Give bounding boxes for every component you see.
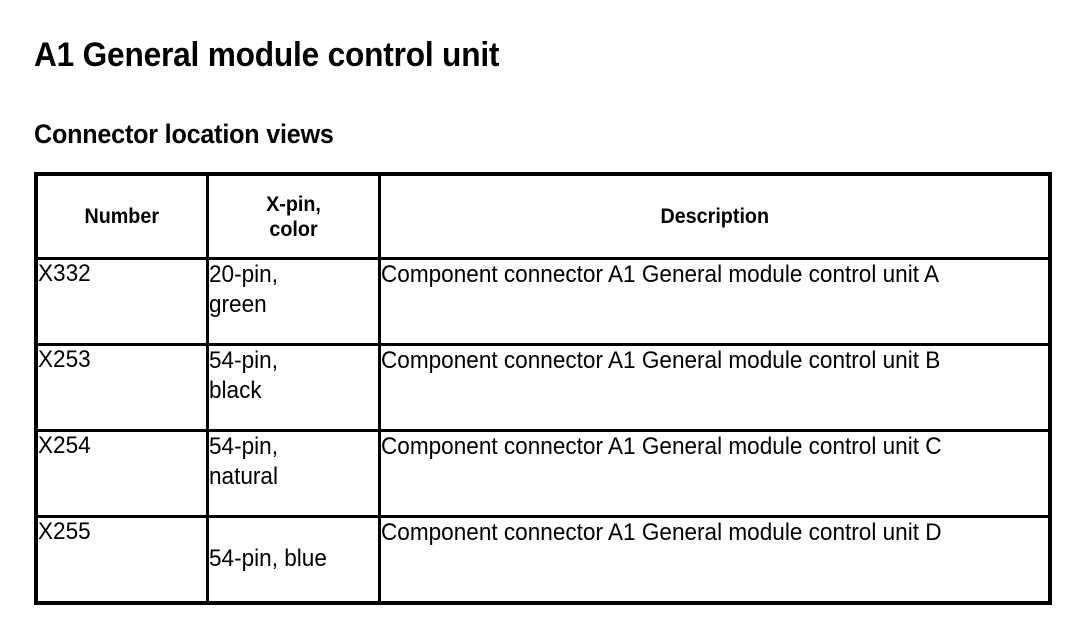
table-header-row: Number X-pin, color Description: [34, 172, 1052, 260]
connector-table: Number X-pin, color Description X332 20-…: [34, 172, 1052, 605]
column-header-description-label: Description: [659, 205, 769, 228]
cell-xpin-color: 54-pin, black: [205, 343, 381, 432]
table-row: X255 54-pin, blue Component connector A1…: [34, 515, 1052, 604]
table-body: X332 20-pin, green Component connector A…: [34, 257, 1052, 604]
connector-number-value: X254: [38, 432, 91, 459]
cell-number: X332: [34, 257, 209, 346]
connector-xpin-color-value: 54-pin, blue: [208, 545, 327, 573]
connector-xpin-color-value: 54-pin, black: [208, 347, 278, 404]
connector-xpin-color-value: 54-pin, natural: [208, 433, 278, 490]
table-row: X332 20-pin, green Component connector A…: [34, 257, 1052, 346]
connector-description-value: Component connector A1 General module co…: [380, 519, 942, 546]
column-header-xpin-color: X-pin, color: [205, 172, 381, 260]
connector-number-value: X255: [38, 518, 91, 545]
cell-number: X253: [34, 343, 209, 432]
connector-description-value: Component connector A1 General module co…: [380, 433, 942, 460]
column-header-number: Number: [34, 172, 209, 260]
connector-description-value: Component connector A1 General module co…: [380, 261, 939, 288]
table-row: X254 54-pin, natural Component connector…: [34, 429, 1052, 518]
cell-number: X255: [34, 515, 209, 604]
connector-number-value: X332: [38, 260, 91, 287]
table-row: X253 54-pin, black Component connector A…: [34, 343, 1052, 432]
connector-description-value: Component connector A1 General module co…: [380, 347, 940, 374]
column-header-number-label: Number: [84, 205, 160, 228]
connector-xpin-color-value: 20-pin, green: [208, 261, 278, 318]
cell-description: Component connector A1 General module co…: [377, 257, 1052, 346]
page-title: A1 General module control unit: [34, 35, 500, 74]
cell-description: Component connector A1 General module co…: [377, 343, 1052, 432]
cell-description: Component connector A1 General module co…: [377, 515, 1052, 604]
column-header-xpin-color-label: X-pin, color: [265, 192, 321, 241]
section-heading: Connector location views: [34, 119, 334, 150]
cell-xpin-color: 54-pin, blue: [205, 515, 381, 604]
cell-description: Component connector A1 General module co…: [377, 429, 1052, 518]
cell-xpin-color: 20-pin, green: [205, 257, 381, 346]
cell-number: X254: [34, 429, 209, 518]
table-header: Number X-pin, color Description: [34, 172, 1052, 260]
column-header-description: Description: [377, 172, 1052, 260]
cell-xpin-color: 54-pin, natural: [205, 429, 381, 518]
connector-number-value: X253: [38, 346, 91, 373]
